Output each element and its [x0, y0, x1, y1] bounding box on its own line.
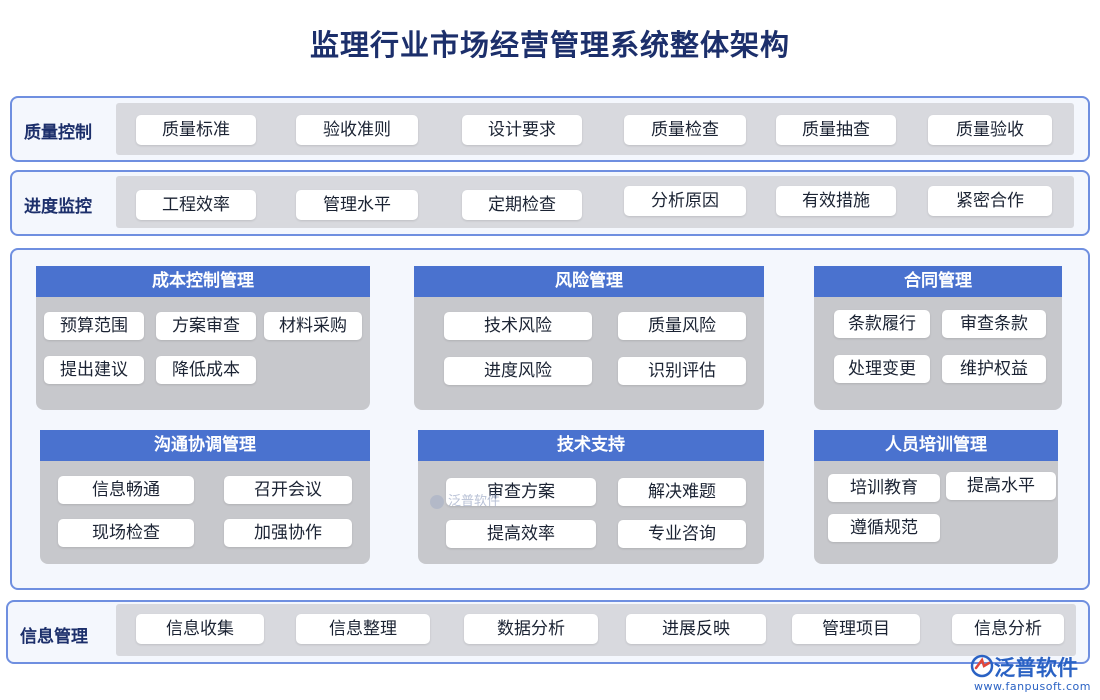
band-item: 验收准则: [296, 115, 418, 145]
card-item: 处理变更: [834, 355, 930, 383]
band-item: 质量验收: [928, 115, 1052, 145]
band-item: 信息收集: [136, 614, 264, 644]
management-modules-container: 成本控制管理 预算范围 方案审查 材料采购 提出建议 降低成本 风险管理 技术风…: [10, 248, 1090, 590]
band-item: 数据分析: [464, 614, 598, 644]
card-title: 成本控制管理: [36, 266, 370, 297]
band-label: 信息管理: [20, 627, 88, 647]
card-item: 解决难题: [618, 478, 746, 506]
brand-logo-icon: [970, 654, 994, 678]
brand-name: 泛普软件: [994, 656, 1078, 680]
card-item: 培训教育: [828, 474, 940, 502]
band-track: 质量标准 验收准则 设计要求 质量检查 质量抽查 质量验收: [116, 103, 1074, 155]
band-quality-control: 质量控制 质量标准 验收准则 设计要求 质量检查 质量抽查 质量验收: [10, 96, 1090, 162]
card-item: 质量风险: [618, 312, 746, 340]
card-title: 沟通协调管理: [40, 430, 370, 461]
card-item: 进度风险: [444, 357, 592, 385]
card-item: 提高效率: [446, 520, 596, 548]
card-item: 遵循规范: [828, 514, 940, 542]
card-title: 技术支持: [418, 430, 764, 461]
band-item: 设计要求: [462, 115, 582, 145]
band-label: 进度监控: [24, 197, 92, 217]
band-item: 定期检查: [462, 190, 582, 220]
card-item: 材料采购: [264, 312, 362, 340]
band-label: 质量控制: [24, 123, 92, 143]
page-title: 监理行业市场经营管理系统整体架构: [309, 28, 790, 62]
watermark: 泛普软件: [430, 490, 500, 509]
band-item: 质量标准: [136, 115, 256, 145]
card-communication-coordination: 沟通协调管理 信息畅通 召开会议 现场检查 加强协作: [40, 430, 370, 564]
band-item: 信息分析: [952, 614, 1064, 644]
card-item: 现场检查: [58, 519, 194, 547]
band-item: 质量抽查: [776, 115, 896, 145]
band-item: 有效措施: [776, 186, 896, 216]
card-technical-support: 技术支持 审查方案 解决难题 提高效率 专业咨询: [418, 430, 764, 564]
card-title: 合同管理: [814, 266, 1062, 297]
card-title: 人员培训管理: [814, 430, 1058, 461]
card-item: 方案审查: [156, 312, 256, 340]
card-item: 条款履行: [834, 310, 930, 338]
band-information-management: 信息管理 信息收集 信息整理 数据分析 进展反映 管理项目 信息分析: [6, 600, 1090, 664]
card-risk-management: 风险管理 技术风险 质量风险 进度风险 识别评估: [414, 266, 764, 410]
card-personnel-training: 人员培训管理 培训教育 提高水平 遵循规范: [814, 430, 1058, 564]
card-item: 审查方案: [446, 478, 596, 506]
card-item: 维护权益: [942, 355, 1046, 383]
band-item: 分析原因: [624, 186, 746, 216]
band-track: 工程效率 管理水平 定期检查 分析原因 有效措施 紧密合作: [116, 176, 1074, 228]
card-item: 专业咨询: [618, 520, 746, 548]
card-item: 加强协作: [224, 519, 352, 547]
band-progress-monitoring: 进度监控 工程效率 管理水平 定期检查 分析原因 有效措施 紧密合作: [10, 170, 1090, 236]
watermark-text: 泛普软件: [448, 494, 501, 509]
band-item: 进展反映: [626, 614, 766, 644]
card-item: 技术风险: [444, 312, 592, 340]
brand-url: www.fanpusoft.com: [974, 680, 1091, 693]
card-item: 识别评估: [618, 357, 746, 385]
card-item: 提出建议: [44, 356, 144, 384]
brand-logo: 泛普软件 www.fanpusoft.com: [968, 652, 1092, 696]
band-item: 管理水平: [296, 190, 418, 220]
card-cost-control: 成本控制管理 预算范围 方案审查 材料采购 提出建议 降低成本: [36, 266, 370, 410]
card-item: 降低成本: [156, 356, 256, 384]
band-item: 信息整理: [296, 614, 430, 644]
card-contract-management: 合同管理 条款履行 审查条款 处理变更 维护权益: [814, 266, 1062, 410]
card-item: 提高水平: [946, 472, 1056, 500]
band-item: 管理项目: [792, 614, 920, 644]
watermark-logo-icon: [430, 494, 444, 509]
band-item: 质量检查: [624, 115, 746, 145]
card-item: 审查条款: [942, 310, 1046, 338]
card-item: 召开会议: [224, 476, 352, 504]
card-item: 预算范围: [44, 312, 144, 340]
card-item: 信息畅通: [58, 476, 194, 504]
card-title: 风险管理: [414, 266, 764, 297]
band-track: 信息收集 信息整理 数据分析 进展反映 管理项目 信息分析: [116, 604, 1076, 656]
band-item: 紧密合作: [928, 186, 1052, 216]
band-item: 工程效率: [136, 190, 256, 220]
